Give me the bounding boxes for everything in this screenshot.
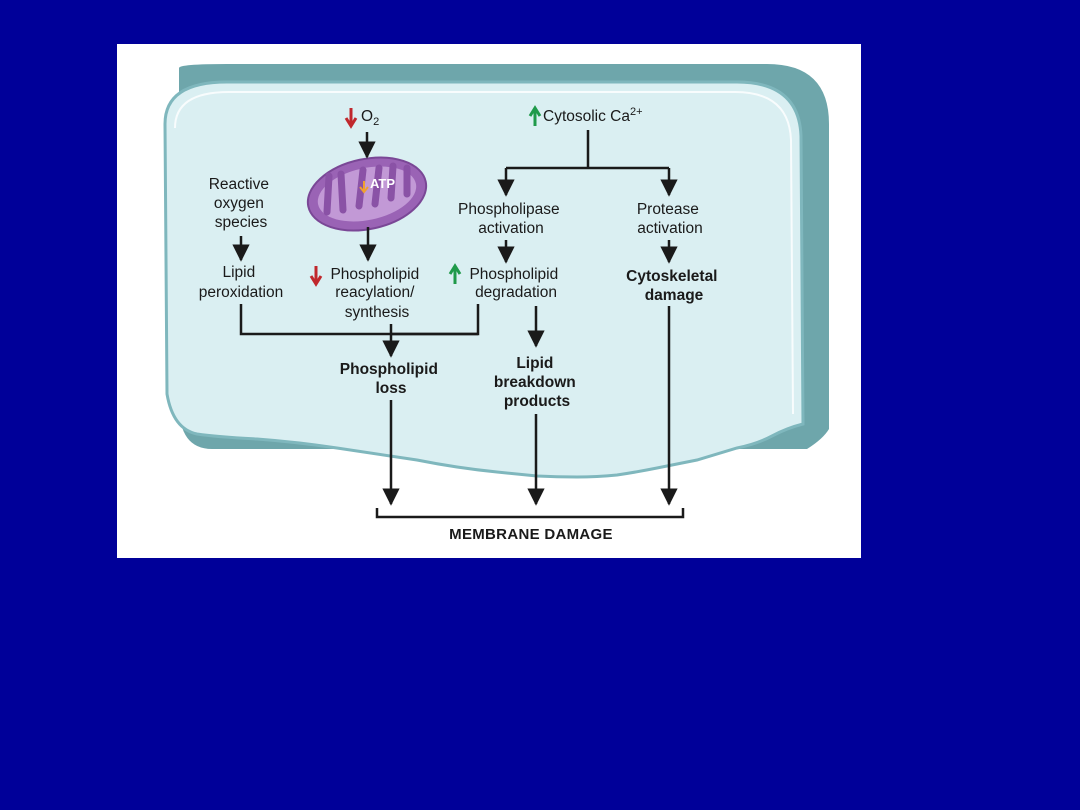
svg-text:O2: O2 — [361, 108, 379, 128]
red-down-arrow-icon — [344, 108, 358, 129]
red-down-arrow-icon — [309, 266, 323, 287]
lipid-breakdown-products-label: Lipid breakdown products — [494, 355, 580, 410]
diagram-figure: ATP O2 Cytosolic Ca2+ Reactive oxygen sp… — [117, 44, 861, 558]
lipid-peroxidation-label: Lipid peroxidation — [199, 264, 283, 301]
membrane-damage-label: MEMBRANE DAMAGE — [449, 526, 613, 543]
phospholipid-loss-label: Phospholipid loss — [340, 361, 442, 397]
calcium-branch-lines — [506, 130, 669, 170]
atp-down-arrow-icon — [359, 181, 369, 194]
merge-line-right — [389, 324, 478, 336]
green-up-arrow-icon — [528, 105, 542, 126]
cytoskeletal-damage-label: Cytoskeletal damage — [626, 268, 722, 304]
cell-inner-membrane — [174, 91, 794, 415]
reactive-oxygen-species-label: Reactive oxygen species — [209, 176, 274, 231]
phospholipid-reacylation-label: Phospholipid reacylation/ synthesis — [330, 266, 423, 321]
membrane-damage-bracket — [375, 508, 685, 519]
protease-activation-label: Protease activation — [637, 201, 703, 237]
green-up-arrow-icon — [448, 263, 462, 284]
svg-text:ATP: ATP — [370, 176, 395, 191]
membrane-damage-diagram: ATP O2 Cytosolic Ca2+ Reactive oxygen sp… — [163, 64, 829, 543]
atp-label: ATP — [359, 176, 395, 194]
o2-decrease-label: O2 — [344, 108, 379, 129]
svg-text:Cytosolic Ca2+: Cytosolic Ca2+ — [543, 106, 643, 125]
phospholipid-degradation-label: Phospholipid degradation — [469, 266, 562, 301]
cytosolic-calcium-increase-label: Cytosolic Ca2+ — [528, 105, 643, 126]
phospholipase-activation-label: Phospholipase activation — [458, 201, 564, 237]
